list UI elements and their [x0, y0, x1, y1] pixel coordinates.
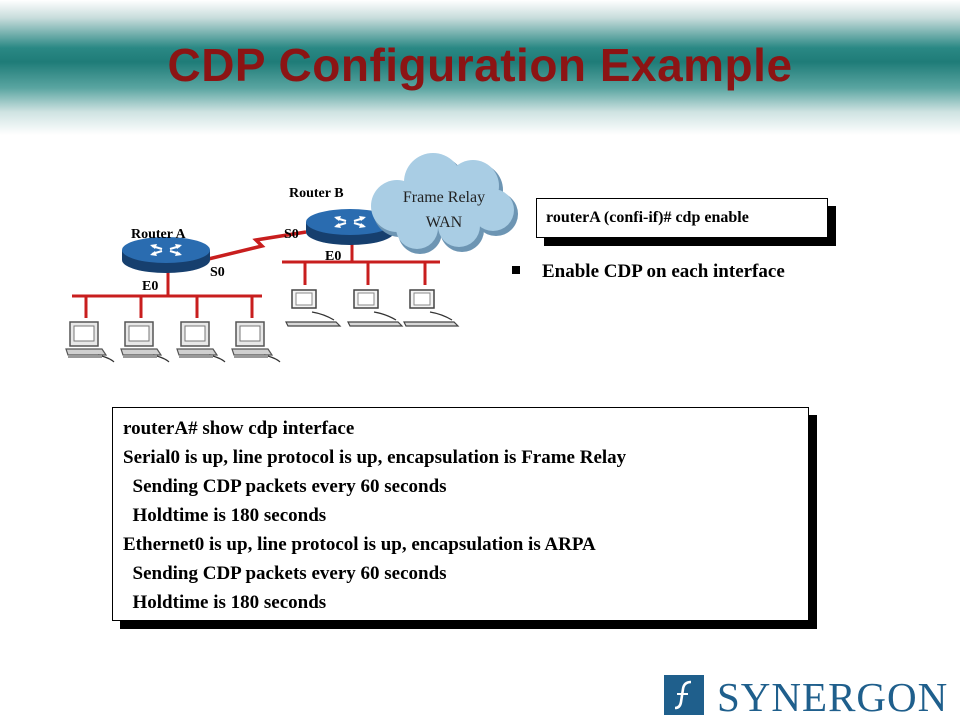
terminal-icon: [347, 289, 403, 327]
bullet-square-icon: [512, 266, 520, 274]
router-b-ethernet-label: E0: [325, 249, 341, 264]
output-line: Ethernet0 is up, line protocol is up, en…: [123, 534, 596, 555]
synergon-mark-icon: [664, 675, 704, 715]
synergon-wordmark: SYNERGON: [717, 674, 949, 720]
pc-icon: [120, 321, 170, 363]
terminal-icon: [285, 289, 341, 327]
terminal-icon: [403, 289, 459, 327]
cloud-label-line1: Frame Relay: [403, 189, 485, 206]
frame-relay-cloud-icon: [371, 153, 518, 254]
output-line: Serial0 is up, line protocol is up, enca…: [123, 447, 627, 468]
title-banner: [0, 0, 960, 135]
pc-icon: [176, 321, 226, 363]
bullet-item: Enable CDP on each interface: [512, 261, 785, 283]
show-cdp-output-box: routerA# show cdp interface Serial0 is u…: [112, 407, 809, 621]
output-line: Sending CDP packets every 60 seconds: [123, 563, 447, 584]
output-line: routerA# show cdp interface: [123, 418, 355, 439]
cdp-enable-command-box: routerA (confi-if)# cdp enable: [536, 198, 828, 238]
cdp-enable-command: routerA (confi-if)# cdp enable: [546, 209, 749, 226]
router-a-icon: [121, 236, 211, 274]
router-a-serial-label: S0: [210, 265, 225, 280]
router-b-label: Router B: [289, 186, 344, 201]
output-line: Sending CDP packets every 60 seconds: [123, 476, 447, 497]
output-line: Holdtime is 180 seconds: [123, 592, 327, 613]
pc-icon: [65, 321, 115, 363]
router-b-lan: [282, 238, 459, 327]
slide-title: CDP Configuration Example: [167, 39, 793, 91]
pc-icon: [231, 321, 281, 363]
serial-link: [195, 230, 307, 264]
router-a-lan: [65, 264, 281, 363]
output-line: Holdtime is 180 seconds: [123, 505, 327, 526]
cloud-label-line2: WAN: [426, 214, 463, 231]
router-b-serial-label: S0: [284, 227, 299, 242]
router-a-label: Router A: [131, 227, 186, 242]
bullet-text: Enable CDP on each interface: [542, 261, 785, 282]
synergon-logo: SYNERGON: [664, 674, 954, 720]
router-a-ethernet-label: E0: [142, 279, 158, 294]
